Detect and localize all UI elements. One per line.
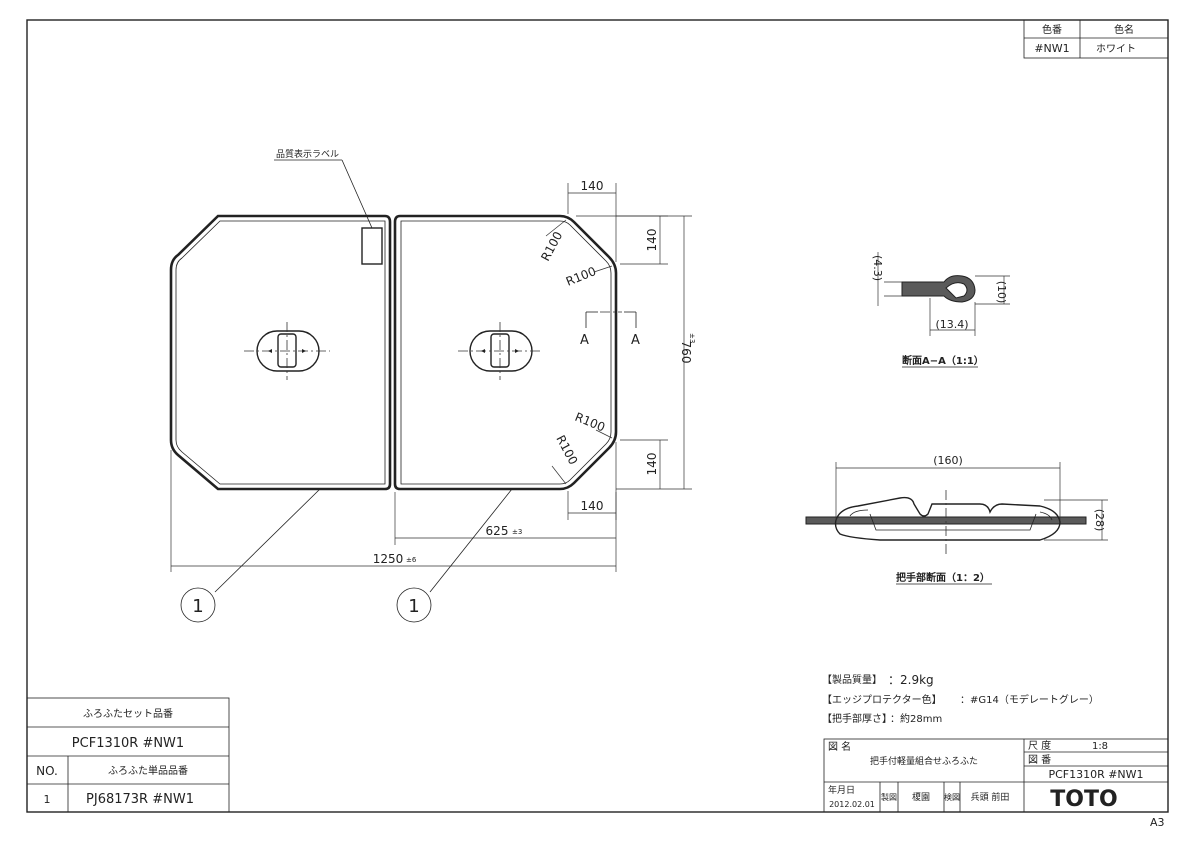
- left-panel-outline: [169, 214, 392, 491]
- title-drawn-value: 榎園: [912, 791, 930, 803]
- brand-logo: TOTO: [1050, 787, 1117, 812]
- title-checked-label: 検図: [944, 792, 960, 802]
- part-balloon-left: [180, 587, 216, 623]
- color-name-value: ホワイト: [1096, 43, 1136, 55]
- color-name-header: 色名: [1114, 23, 1134, 36]
- color-table: 色番 色名 #NW1 ホワイト: [1023, 19, 1169, 59]
- title-name-value: 把手付軽量組合せふろふた: [870, 755, 978, 767]
- radius-label-4: R100: [553, 433, 580, 467]
- radius-label-2: R100: [564, 264, 598, 289]
- dim-overall-width: 1250: [373, 552, 404, 566]
- dim-panel-width-tol: ±3: [512, 528, 522, 536]
- section-aa-title: 断面A−A（1:1）: [902, 354, 984, 367]
- section-aa-view: (4.3) (10) (13.4) 断面A−A（1:1）: [871, 252, 1010, 368]
- color-code-value: #NW1: [1034, 42, 1069, 55]
- dim-bottom-corner-v: 140: [645, 453, 659, 476]
- dim-top-corner-v: 140: [645, 229, 659, 252]
- radius-label-1: R100: [538, 229, 565, 263]
- title-scale-label: 尺 度: [1028, 739, 1051, 752]
- parts-set-header: ふろふたセット品番: [83, 708, 173, 720]
- dim-bottom-corner-h: 140: [581, 499, 604, 513]
- section-aa-dim-thickness: (4.3): [871, 255, 884, 281]
- title-date-value: 2012.02.01: [829, 800, 875, 809]
- title-number-value: PCF1310R #NW1: [1048, 768, 1143, 781]
- parts-row-part: PJ68173R #NW1: [86, 792, 194, 807]
- parts-set-number: PCF1310R #NW1: [72, 736, 184, 751]
- right-panel-outline: [393, 214, 618, 491]
- section-mark-left: A: [580, 333, 589, 348]
- parts-table: ふろふたセット品番 PCF1310R #NW1 NO. ふろふた単品品番 1 P…: [26, 697, 230, 813]
- parts-no-header: NO.: [36, 764, 58, 778]
- note-label-2: 【把手部厚さ】: [822, 712, 892, 725]
- title-date-label: 年月日: [828, 784, 855, 796]
- title-name-label: 図 名: [828, 740, 851, 753]
- quality-label-rect: [361, 227, 383, 265]
- section-aa-dim-width: (13.4): [935, 318, 968, 331]
- note-value-1: ：#G14（モデレートグレー）: [960, 693, 1099, 706]
- title-block: 図 名 把手付軽量組合せふろふた 尺 度 1:8 図 番 PCF1310R #N…: [823, 738, 1169, 813]
- radius-label-3: R100: [573, 410, 607, 435]
- sheet-border: [26, 19, 1169, 813]
- title-checked-value: 兵頭 前田: [971, 791, 1010, 803]
- part-balloon-right: [396, 587, 432, 623]
- part-balloon-right-label: 1: [408, 596, 419, 617]
- handle-section-title: 把手部断面（1：2）: [896, 571, 990, 584]
- notes-block: 【製品質量】 ：2.9kg 【エッジプロテクター色】 ：#G14（モデレートグレ…: [822, 673, 1099, 725]
- dim-panel-width: 625: [486, 524, 509, 538]
- color-code-header: 色番: [1042, 23, 1062, 36]
- dim-height: 760: [679, 341, 693, 364]
- handle-section-dim-width: (160): [933, 454, 963, 467]
- note-value-0: ：2.9kg: [888, 673, 934, 687]
- dim-overall-width-tol: ±6: [406, 556, 417, 564]
- section-aa-dim-height: (10): [995, 281, 1008, 304]
- handle-section-dim-height: (28): [1093, 509, 1106, 532]
- title-scale-value: 1:8: [1092, 741, 1108, 752]
- dim-height-tol: ±3: [688, 333, 696, 343]
- parts-row-no: 1: [44, 793, 51, 806]
- handle-section-view: (160) (28) 把手部断面（1：2）: [805, 454, 1108, 585]
- lid-plan-view: 品質表示ラベル A A 140: [169, 148, 696, 623]
- title-drawn-label: 製図: [881, 792, 897, 802]
- sheet-size: A3: [1150, 816, 1165, 829]
- title-number-label: 図 番: [1028, 754, 1051, 766]
- dim-top-corner-h: 140: [581, 179, 604, 193]
- part-balloon-left-label: 1: [192, 596, 203, 617]
- left-handle: [244, 322, 330, 380]
- right-handle: [458, 322, 543, 380]
- note-label-1: 【エッジプロテクター色】: [822, 693, 942, 706]
- quality-label-callout: 品質表示ラベル: [276, 148, 339, 160]
- parts-single-header: ふろふた単品品番: [108, 764, 188, 777]
- note-value-2: ：約28mm: [890, 712, 942, 725]
- note-label-0: 【製品質量】: [822, 673, 882, 686]
- section-mark-right: A: [631, 333, 640, 348]
